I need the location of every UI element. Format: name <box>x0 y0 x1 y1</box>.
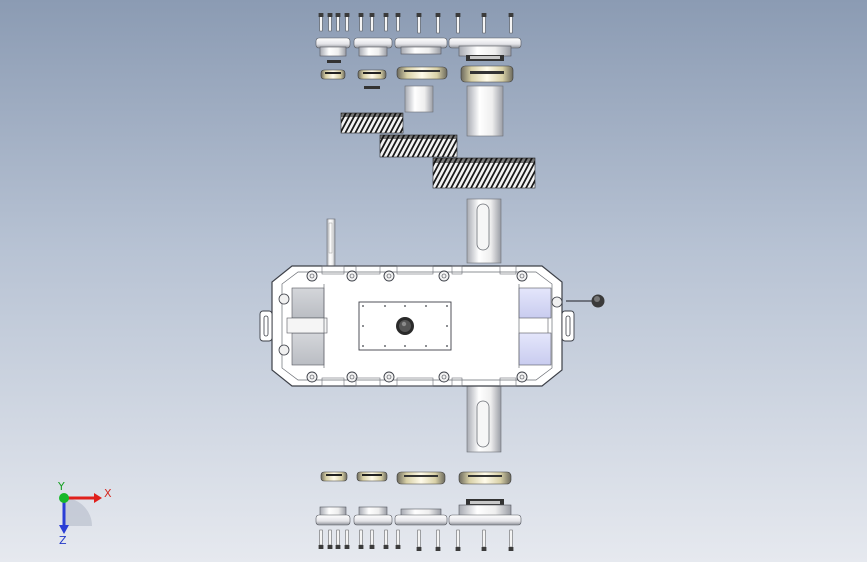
housing-rib <box>451 265 463 275</box>
gearbox-housing <box>259 265 575 387</box>
housing-rib <box>321 377 345 387</box>
bolt <box>481 529 487 551</box>
housing-bolt <box>516 270 528 282</box>
oil-dipstick <box>566 294 605 308</box>
bolt <box>335 13 341 32</box>
top-end-caps <box>315 37 522 61</box>
housing-rib <box>321 265 345 275</box>
y-axis-origin <box>59 493 69 503</box>
housing-rib <box>355 265 381 275</box>
bolt <box>416 529 422 551</box>
housing-bolt <box>346 371 358 383</box>
bottom-end-caps <box>315 499 522 526</box>
bolt <box>344 529 350 549</box>
bolt <box>435 13 441 34</box>
bolt <box>383 13 389 32</box>
bolt <box>344 13 350 32</box>
bolt <box>318 529 324 549</box>
top-bolt-row <box>318 13 514 34</box>
bolt <box>383 529 389 549</box>
housing-rib <box>499 377 517 387</box>
bolt <box>318 13 324 32</box>
top-bearings <box>320 60 514 89</box>
bolt <box>435 529 441 551</box>
bolt <box>508 13 514 34</box>
bolt <box>358 13 364 32</box>
housing-bolt <box>516 371 528 383</box>
bolt <box>395 529 401 549</box>
bolt <box>455 13 461 34</box>
bottom-bolt-row <box>318 529 514 551</box>
bottom-bearings <box>320 471 512 485</box>
bolt <box>508 529 514 551</box>
bolt <box>369 13 375 32</box>
input-shaft <box>326 218 336 268</box>
housing-bolt <box>346 270 358 282</box>
housing-rib <box>396 265 434 275</box>
gear-set <box>340 112 536 189</box>
output-shaft <box>466 198 502 453</box>
axis-triad[interactable]: X Y Z <box>57 480 112 547</box>
housing-bolt <box>383 270 395 282</box>
bolt <box>481 13 487 34</box>
bolt <box>455 529 461 551</box>
bolt <box>416 13 422 34</box>
bolt <box>395 13 401 32</box>
housing-rib <box>451 377 463 387</box>
top-bushings <box>404 85 504 137</box>
z-axis-label: Z <box>59 534 67 547</box>
housing-bolt <box>438 270 450 282</box>
bolt <box>327 529 333 549</box>
housing-rib <box>355 377 381 387</box>
housing-bolt <box>306 270 318 282</box>
housing-bolt <box>383 371 395 383</box>
bolt <box>358 529 364 549</box>
bolt <box>335 529 341 549</box>
housing-bolt <box>438 371 450 383</box>
x-axis-label: X <box>104 487 112 500</box>
housing-rib <box>499 265 517 275</box>
y-axis-label: Y <box>57 480 65 493</box>
housing-rib <box>396 377 434 387</box>
bolt <box>369 529 375 549</box>
housing-bolts <box>306 265 528 387</box>
bolt <box>327 13 333 32</box>
housing-bolt <box>306 371 318 383</box>
